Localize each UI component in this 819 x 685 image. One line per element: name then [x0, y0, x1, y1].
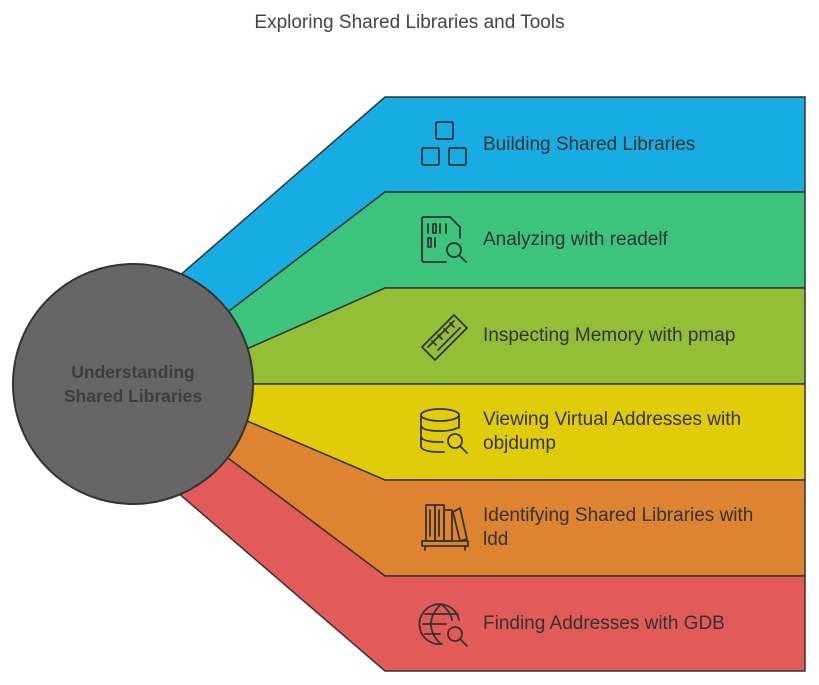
item-label-readelf: Analyzing with readelf: [483, 192, 783, 288]
item-text: Viewing Virtual Addresses with objdump: [483, 409, 742, 454]
item-label-pmap: Inspecting Memory with pmap: [483, 288, 783, 384]
center-circle: [12, 263, 254, 505]
item-text: Inspecting Memory with pmap: [483, 325, 736, 346]
item-text: Analyzing with readelf: [483, 229, 668, 250]
database-search-icon: [420, 408, 468, 454]
item-label-gdb: Finding Addresses with GDB: [483, 576, 783, 671]
globe-search-icon: [418, 603, 468, 647]
item-label-objdump: Viewing Virtual Addresses with objdump: [483, 384, 783, 480]
item-label-building: Building Shared Libraries: [483, 97, 783, 192]
center-label-line2: Shared Libraries: [63, 386, 203, 406]
center-label-line1: Understanding: [71, 362, 195, 382]
center-label: Understanding Shared Libraries: [13, 264, 253, 504]
page-title: Exploring Shared Libraries and Tools: [254, 12, 565, 33]
item-text: Finding Addresses with GDB: [483, 612, 725, 634]
memory-chip-icon: [421, 314, 468, 361]
item-text: Identifying Shared Libraries with ldd: [483, 505, 754, 550]
item-text: Building Shared Libraries: [483, 133, 696, 155]
blocks-icon: [421, 121, 467, 166]
library-books-icon: [421, 504, 469, 551]
item-label-ldd: Identifying Shared Libraries with ldd: [483, 480, 783, 576]
binary-file-search-icon: [421, 216, 467, 263]
